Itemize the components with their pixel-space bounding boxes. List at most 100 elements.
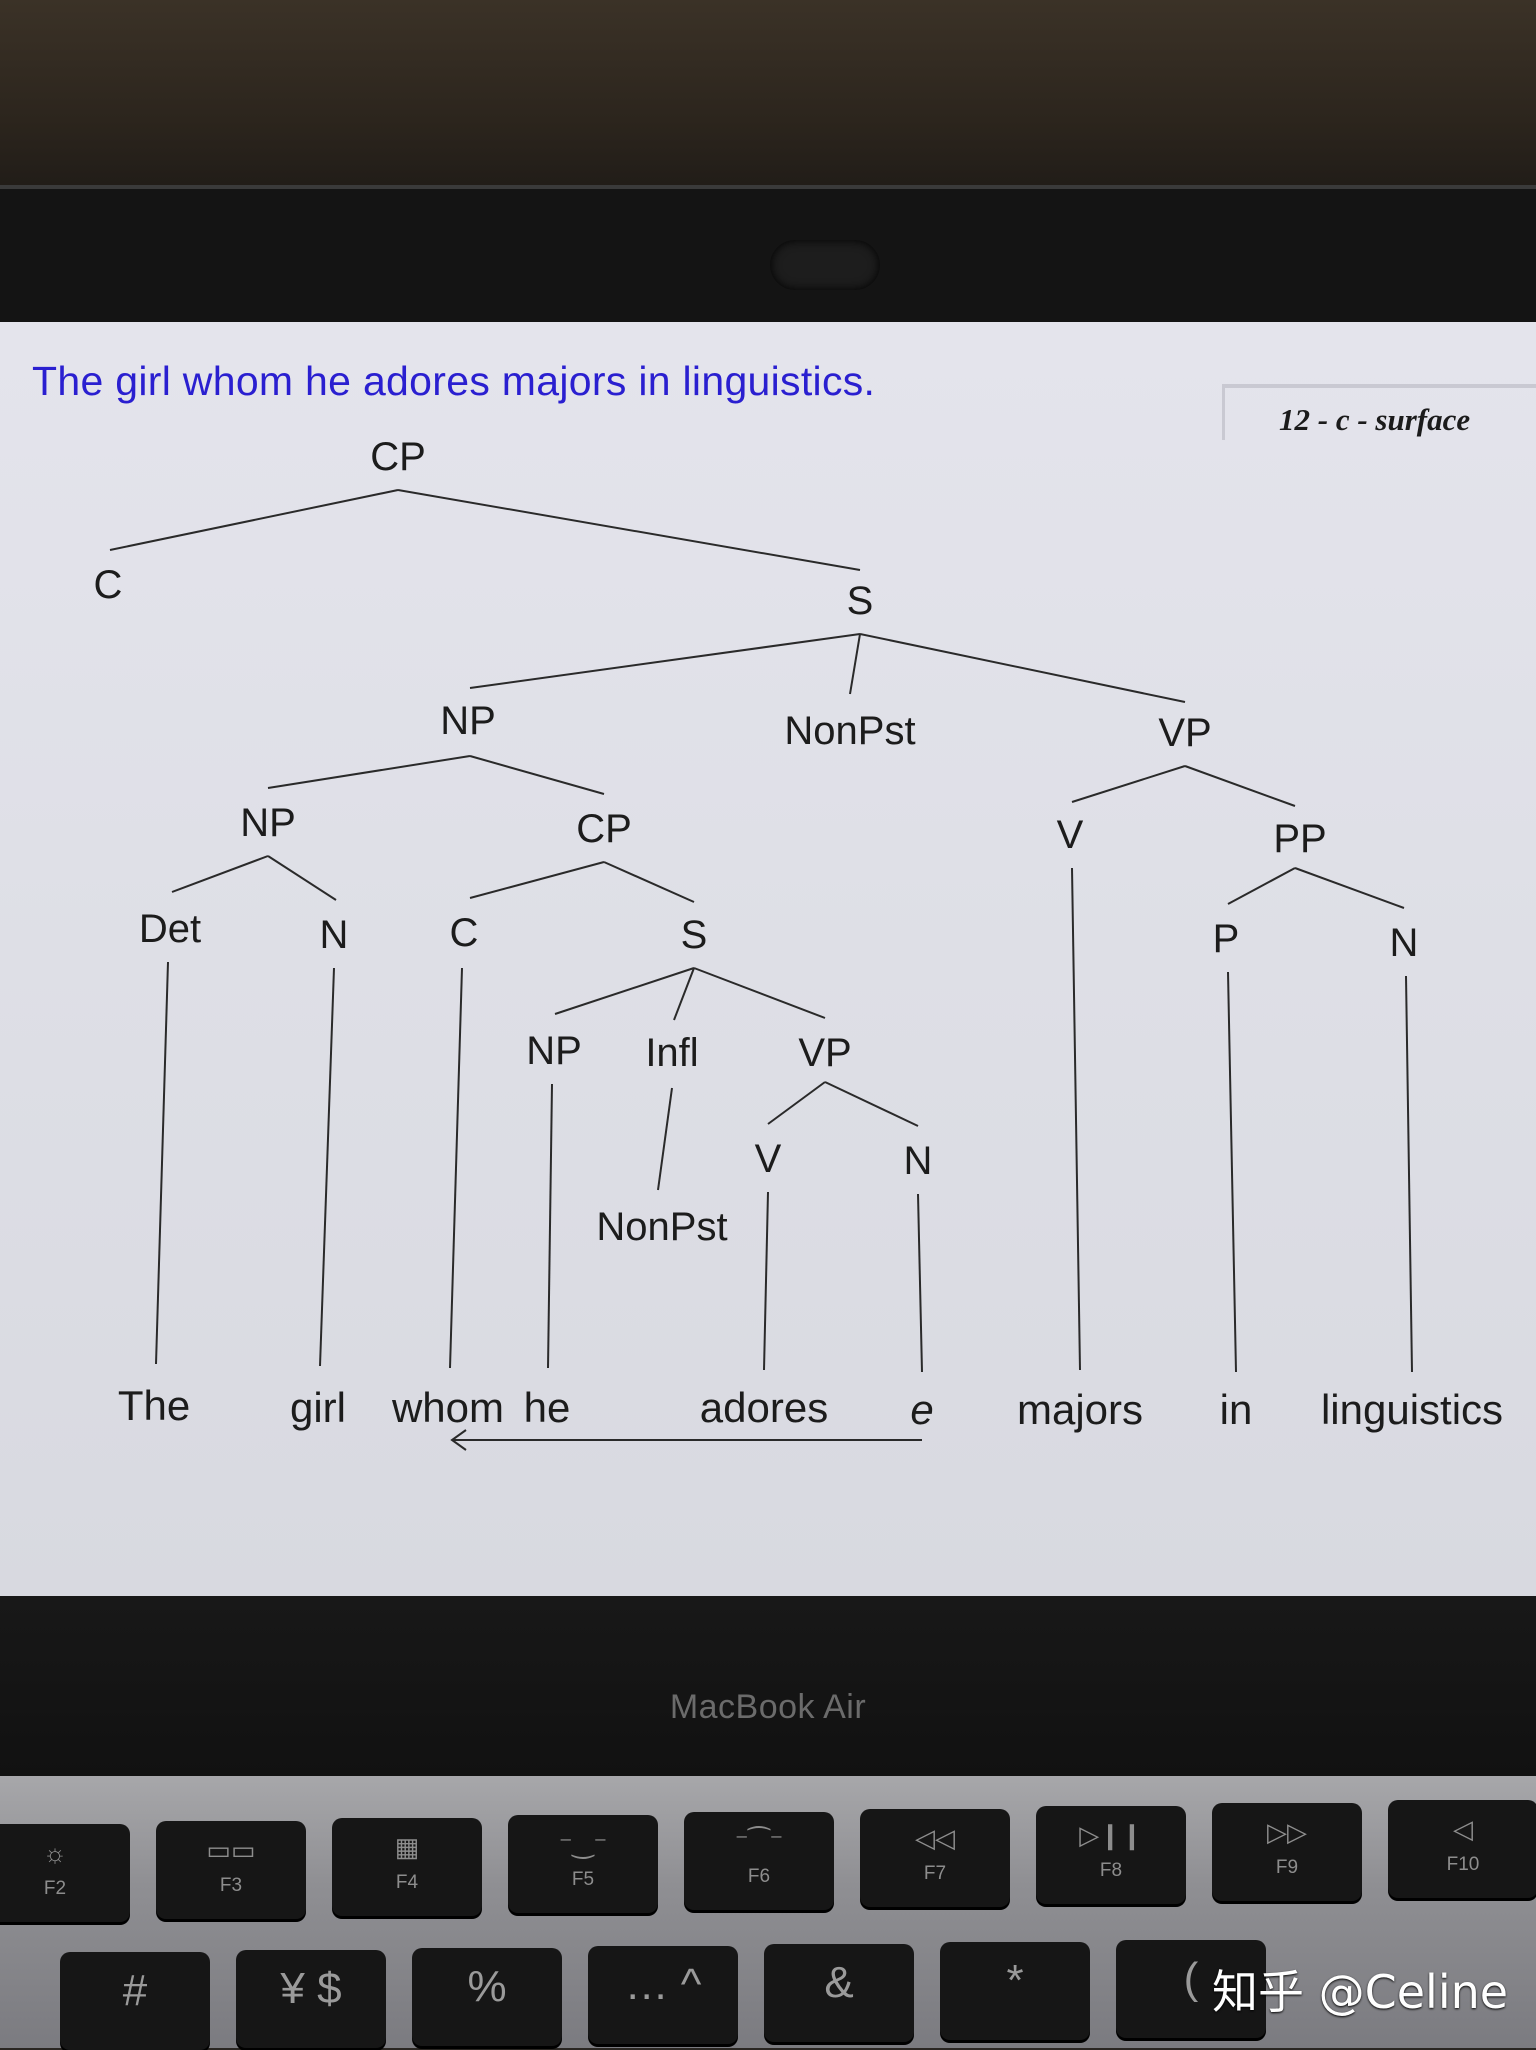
key-symbol: # bbox=[122, 1966, 148, 2015]
node-n-girl: N bbox=[320, 913, 349, 957]
tree-terminal-words: The girl whom he adores e majors in ling… bbox=[118, 1382, 1503, 1433]
keyboard-light-down-icon: ⁻‿⁻ bbox=[558, 1829, 608, 1859]
node-c-rel: C bbox=[450, 911, 479, 955]
edge-cp-s bbox=[397, 489, 861, 571]
tree-node-labels: CP C S NP NonPst VP NP CP V PP Det N C S… bbox=[94, 435, 1419, 1249]
node-np-he: NP bbox=[526, 1029, 582, 1073]
node-nonpst-rel: NonPst bbox=[596, 1205, 727, 1249]
edge-n-e bbox=[917, 1193, 923, 1373]
edge-v-majors bbox=[1071, 867, 1081, 1371]
edge-np-n bbox=[267, 855, 337, 901]
key-label: F3 bbox=[219, 1875, 243, 1896]
key-f2[interactable]: ☼F2 bbox=[0, 1824, 130, 1922]
number-key[interactable]: ¥ $ bbox=[236, 1950, 386, 2048]
edge-infl-nonpst bbox=[657, 1087, 673, 1191]
key-f9[interactable]: ▷▷F9 bbox=[1212, 1803, 1362, 1901]
edge-c-whom bbox=[449, 967, 463, 1369]
edge-vp-v-adores bbox=[767, 1081, 826, 1125]
key-f5[interactable]: ⁻‿⁻F5 bbox=[508, 1815, 658, 1913]
keyboard-light-up-icon: ⁻⁀⁻ bbox=[734, 1826, 784, 1856]
edge-s-vp-rel bbox=[693, 967, 826, 1019]
key-symbol: ¥ $ bbox=[280, 1964, 342, 2013]
play-pause-icon: ▷❙❙ bbox=[1079, 1820, 1143, 1850]
edge-det-the bbox=[155, 961, 169, 1365]
rewind-icon: ◁◁ bbox=[915, 1823, 955, 1853]
edge-s-np bbox=[469, 633, 861, 689]
key-symbol: & bbox=[824, 1958, 854, 2007]
edge-s-nonpst bbox=[849, 633, 861, 695]
node-vp-rel: VP bbox=[798, 1031, 851, 1075]
edge-pp-p bbox=[1227, 867, 1296, 905]
word-girl: girl bbox=[290, 1384, 346, 1431]
key-label: F8 bbox=[1099, 1860, 1123, 1881]
number-key[interactable]: & bbox=[764, 1944, 914, 2042]
launchpad-icon: ▦ bbox=[394, 1832, 420, 1862]
key-f10[interactable]: ◁ F10 bbox=[1388, 1800, 1536, 1898]
edge-np-np bbox=[267, 755, 471, 789]
edge-s-infl bbox=[673, 967, 695, 1021]
node-s-main: S bbox=[847, 579, 874, 623]
edge-n-girl bbox=[319, 967, 335, 1367]
edge-s-vp bbox=[859, 633, 1186, 703]
edge-vp-pp bbox=[1184, 765, 1296, 807]
key-f7[interactable]: ◁◁ F7 bbox=[860, 1809, 1010, 1907]
mute-icon: ◁ bbox=[1453, 1814, 1473, 1844]
node-vp-main: VP bbox=[1158, 711, 1211, 755]
syntax-tree: CP C S NP NonPst VP NP CP V PP Det N C S… bbox=[94, 435, 1503, 1451]
word-adores: adores bbox=[700, 1384, 828, 1431]
word-e: e bbox=[910, 1386, 933, 1433]
number-key[interactable]: * bbox=[940, 1942, 1090, 2040]
node-n-ling: N bbox=[1390, 921, 1419, 965]
edge-cp-s-rel bbox=[603, 861, 695, 903]
node-v-main: V bbox=[1057, 813, 1084, 857]
node-np-subj: NP bbox=[440, 699, 496, 743]
node-infl: Infl bbox=[645, 1031, 698, 1075]
node-s-rel: S bbox=[681, 913, 708, 957]
number-key[interactable]: ( bbox=[1116, 1940, 1266, 2038]
room-background bbox=[0, 0, 1536, 200]
node-n-gap: N bbox=[904, 1139, 933, 1183]
key-f6[interactable]: ⁻⁀⁻F6 bbox=[684, 1812, 834, 1910]
node-v-adores: V bbox=[755, 1137, 782, 1181]
keyboard-deck: ☼F2 ▭▭ F3 ▦ F4 ⁻‿⁻F5 ⁻⁀⁻F6 ◁◁ F7 ▷❙❙ F8 ▷▷F9 ◁ F10 # ¥… bbox=[0, 1776, 1536, 2050]
node-pp: PP bbox=[1273, 817, 1326, 861]
edge-vp-n-gap bbox=[824, 1081, 919, 1127]
word-the: The bbox=[118, 1382, 190, 1429]
node-np-inner: NP bbox=[240, 801, 296, 845]
key-f3[interactable]: ▭▭ F3 bbox=[156, 1821, 306, 1919]
slide-tag: 12 - c - surface bbox=[1222, 384, 1536, 440]
camera-icon bbox=[770, 240, 880, 290]
laptop-screen: The girl whom he adores majors in lingui… bbox=[0, 322, 1536, 1596]
key-label: F10 bbox=[1446, 1854, 1480, 1875]
edge-np-he bbox=[547, 1083, 553, 1369]
edge-np-cp bbox=[469, 755, 605, 795]
brightness-up-icon: ☼ bbox=[43, 1838, 67, 1868]
key-f8[interactable]: ▷❙❙ F8 bbox=[1036, 1806, 1186, 1904]
word-he: he bbox=[524, 1384, 571, 1431]
key-symbol: … ^ bbox=[624, 1960, 702, 2009]
edge-pp-n bbox=[1294, 867, 1405, 909]
number-key[interactable]: % bbox=[412, 1948, 562, 2046]
fast-forward-icon: ▷▷ bbox=[1267, 1817, 1307, 1847]
key-label: F7 bbox=[923, 1863, 947, 1884]
edge-p-in bbox=[1227, 971, 1237, 1373]
edge-s-np-he bbox=[554, 967, 695, 1015]
key-symbol: * bbox=[1006, 1956, 1024, 2005]
node-cp-rel: CP bbox=[576, 807, 632, 851]
node-cp-root: CP bbox=[370, 435, 426, 479]
node-det: Det bbox=[139, 907, 201, 951]
node-c-top: C bbox=[94, 563, 123, 607]
slide-title: The girl whom he adores majors in lingui… bbox=[32, 358, 876, 404]
number-key[interactable]: # bbox=[60, 1952, 210, 2050]
laptop-brand-label: MacBook Air bbox=[669, 1688, 867, 1726]
edge-n-linguistics bbox=[1405, 975, 1413, 1373]
laptop-hinge bbox=[0, 1596, 1536, 1776]
word-majors: majors bbox=[1017, 1386, 1143, 1433]
movement-arrowhead-icon bbox=[450, 1429, 467, 1451]
mission-control-icon: ▭▭ bbox=[206, 1835, 256, 1865]
number-key[interactable]: … ^ bbox=[588, 1946, 738, 2044]
node-nonpst-main: NonPst bbox=[784, 709, 915, 753]
edge-vp-v bbox=[1071, 765, 1186, 803]
key-f4[interactable]: ▦ F4 bbox=[332, 1818, 482, 1916]
key-label: F4 bbox=[395, 1872, 419, 1893]
